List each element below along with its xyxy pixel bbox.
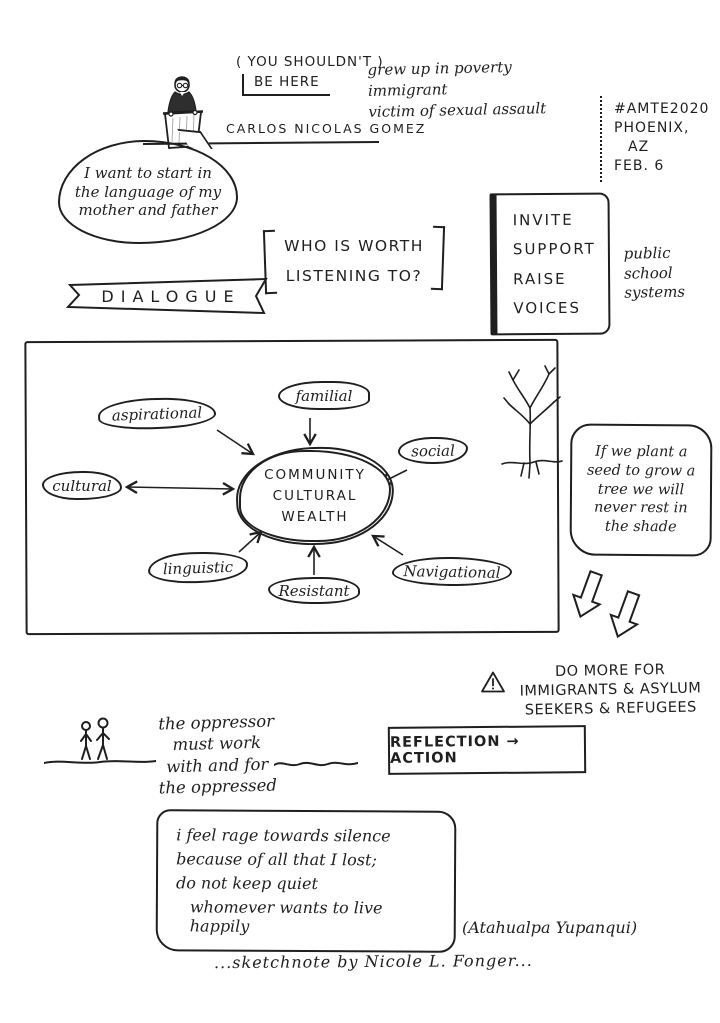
oppressed-statement: the oppressor must work with and for the… [141, 710, 293, 800]
dialogue-banner: DIALOGUE [64, 276, 272, 316]
ccw-line3: WEALTH [281, 509, 349, 525]
invite-item: RAISE [513, 269, 567, 289]
invite-item: SUPPORT [512, 239, 596, 259]
warning-line3: SEEKERS & REFUGEES [524, 699, 697, 719]
oppressed-line1: the oppressor [158, 711, 275, 734]
quote-line: do not keep quiet [175, 873, 318, 894]
quote-attribution: (Atahualpa Yupanqui) [462, 918, 638, 937]
event-state: AZ [628, 138, 650, 155]
node-resistant: Resistant [268, 577, 360, 604]
event-city: PHOENIX, [614, 119, 690, 136]
question-brackets: WHO IS WORTH LISTENING TO? [264, 226, 444, 296]
event-badge: #AMTE2020 PHOENIX, AZ FEB. 6 [600, 96, 709, 182]
dialogue-banner-label: DIALOGUE [101, 286, 241, 306]
event-date: FEB. 6 [614, 157, 665, 174]
invite-panel: INVITE SUPPORT RAISE VOICES [489, 192, 611, 336]
panel-caption: public school systems [623, 243, 686, 302]
quote-box: i feel rage towards silence because of a… [155, 809, 457, 953]
question-line1: WHO IS WORTH [284, 237, 424, 255]
event-hashtag: #AMTE2020 [614, 101, 710, 117]
invite-item: INVITE [512, 210, 574, 230]
seed-quote-text: If we plant a seed to grow a tree we wil… [586, 443, 696, 536]
seed-quote: If we plant a seed to grow a tree we wil… [569, 423, 713, 557]
warning-icon [481, 671, 505, 693]
oppressed-line4: the oppressed [158, 775, 278, 798]
ground-line [44, 760, 156, 764]
speaker-name: CARLOS NICOLAS GOMEZ [226, 121, 427, 136]
interjection-note: ( YOU SHOULDN'T ) BE HERE [236, 54, 384, 96]
double-down-arrow-icon [571, 569, 641, 639]
quote-line: because of all that I lost; [176, 849, 377, 870]
speech-bubble: I want to start in the language of my mo… [58, 140, 238, 244]
quote-line: whomever wants to live happily [189, 897, 383, 936]
community-cultural-wealth-node: COMMUNITY CULTURAL WEALTH [239, 450, 391, 542]
trait-item: victim of sexual assault [368, 99, 547, 121]
speaker-traits: grew up in poverty immigrant victim of s… [367, 56, 553, 123]
ccw-line2: CULTURAL [272, 488, 358, 504]
invite-item: VOICES [513, 299, 582, 318]
question-line2: LISTENING TO? [285, 267, 423, 285]
interjection-line2: BE HERE [242, 74, 330, 96]
speech-bubble-text: I want to start in the language of my mo… [74, 163, 222, 220]
quote-line: i feel rage towards silence [176, 825, 391, 846]
tree-illustration [501, 365, 563, 479]
squiggle-line [274, 761, 358, 767]
node-familial: familial [278, 381, 370, 410]
node-cultural: cultural [42, 471, 122, 500]
warning-callout: DO MORE FOR IMMIGRANTS & ASYLUM SEEKERS … [508, 660, 714, 720]
reflection-action-box: REFLECTION → ACTION [387, 725, 587, 775]
two-people-illustration [80, 717, 110, 760]
ccw-line1: COMMUNITY [264, 467, 366, 483]
interjection-line1: ( YOU SHOULDN'T ) [236, 54, 384, 70]
sketchnote-credit: ...sketchnote by Nicole L. Fonger... [213, 950, 533, 973]
